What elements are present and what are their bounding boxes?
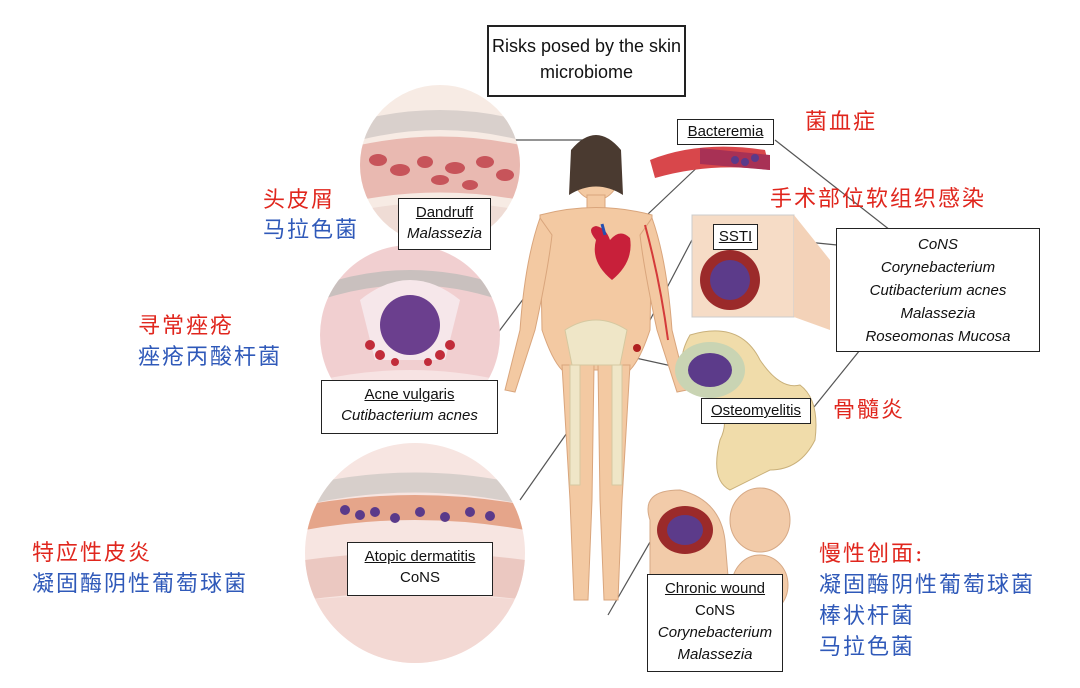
lesion-dot — [633, 344, 641, 352]
chronic-organism: Corynebacterium — [657, 624, 773, 641]
organism-item: CoNS — [917, 236, 958, 253]
chronic-organism: CoNS — [694, 602, 735, 619]
ssti-label: SSTI — [718, 228, 753, 245]
cn-bacteremia: 菌血症 — [805, 110, 878, 135]
atopic-label: Atopic dermatitis — [364, 548, 476, 565]
cn-acne-disease: 寻常痤疮 — [138, 314, 235, 339]
dandruff-box: Dandruff Malassezia — [398, 198, 491, 250]
osteomyelitis-box: Osteomyelitis — [701, 398, 811, 424]
cn-dandruff-disease: 头皮屑 — [263, 188, 336, 213]
acne-label: Acne vulgaris — [364, 386, 455, 403]
diagram-title-text: Risks posed by the skin microbiome — [491, 36, 682, 82]
organism-item: Malassezia — [900, 305, 976, 322]
cn-chronic-disease: 慢性创面: — [819, 542, 925, 567]
chronic-wound-label: Chronic wound — [664, 580, 766, 597]
cn-chronic-organism: 马拉色菌 — [819, 635, 916, 660]
cn-atopic-disease: 特应性皮炎 — [32, 541, 153, 566]
diagram-title: Risks posed by the skin microbiome — [487, 25, 686, 97]
vessel-line — [644, 224, 669, 341]
dandruff-label: Dandruff — [415, 204, 474, 221]
acne-box: Acne vulgaris Cutibacterium acnes — [321, 380, 498, 434]
organism-item: Cutibacterium acnes — [869, 282, 1007, 299]
cn-chronic-organism: 凝固酶阴性葡萄球菌 — [819, 573, 1036, 598]
cn-ssti: 手术部位软组织感染 — [770, 187, 987, 212]
cn-dandruff-organism: 马拉色菌 — [263, 218, 360, 243]
cn-osteomyelitis: 骨髓炎 — [833, 398, 906, 423]
cn-acne-organism: 痤疮丙酸杆菌 — [138, 345, 283, 370]
dandruff-organism: Malassezia — [406, 225, 483, 242]
bacteremia-label: Bacteremia — [687, 123, 764, 140]
bacteremia-box: Bacteremia — [677, 119, 774, 145]
organism-item: Roseomonas Mucosa — [865, 328, 1011, 345]
organisms-box: CoNS Corynebacterium Cutibacterium acnes… — [836, 228, 1040, 352]
atopic-organism: CoNS — [399, 569, 440, 586]
pelvis-bones — [564, 319, 628, 486]
chronic-organism: Malassezia — [677, 646, 753, 663]
organism-item: Corynebacterium — [880, 259, 996, 276]
bacteremia-vessel — [650, 146, 770, 178]
cn-atopic-organism: 凝固酶阴性葡萄球菌 — [32, 572, 249, 597]
chronic-wound-box: Chronic wound CoNS Corynebacterium Malas… — [647, 574, 783, 672]
cn-chronic-organism: 棒状杆菌 — [819, 604, 916, 629]
osteomyelitis-label: Osteomyelitis — [710, 402, 802, 419]
atopic-box: Atopic dermatitis CoNS — [347, 542, 493, 596]
acne-organism: Cutibacterium acnes — [341, 407, 478, 424]
ssti-box: SSTI — [713, 224, 758, 250]
heart-illustration — [591, 223, 631, 280]
